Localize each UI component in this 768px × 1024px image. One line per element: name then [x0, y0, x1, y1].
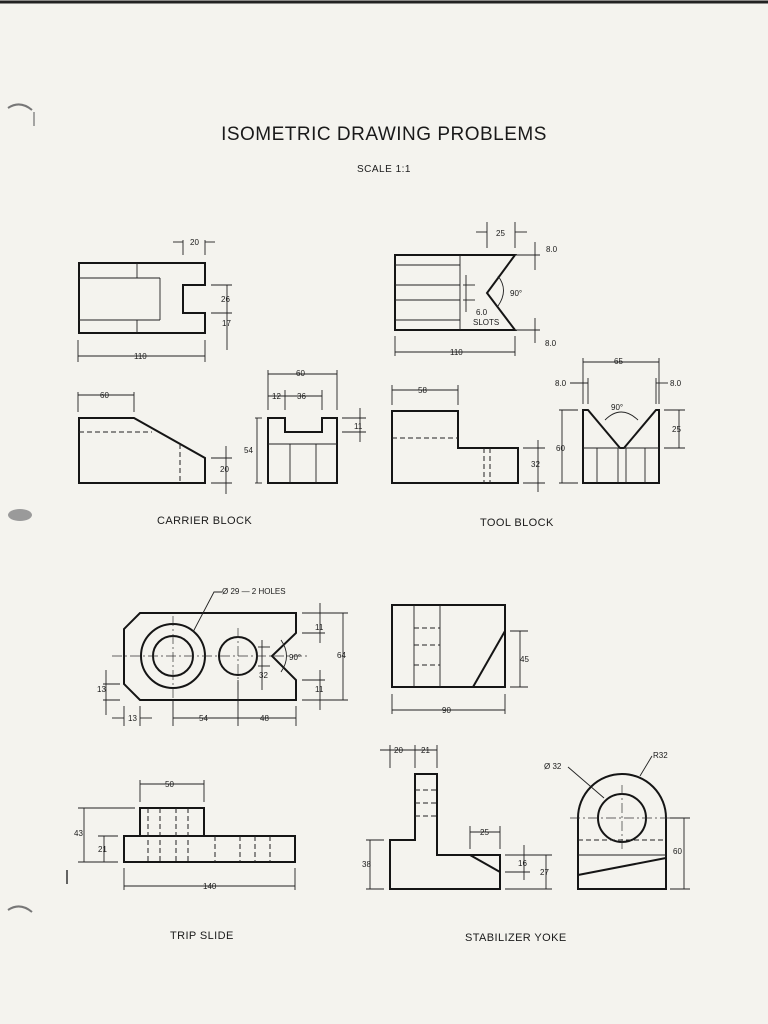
tool-block-front-view — [391, 385, 545, 492]
caption-carrier-block: CARRIER BLOCK — [157, 515, 253, 527]
carrier-block-side-view — [255, 370, 366, 484]
dim-21-slide: 21 — [98, 845, 107, 854]
scale-label: SCALE 1:1 — [357, 164, 411, 175]
dim-64: 64 — [337, 651, 346, 660]
dim-54: 54 — [244, 446, 253, 455]
dim-20-yoke: 20 — [394, 746, 403, 755]
stabilizer-yoke-side-view — [567, 755, 690, 890]
dim-50: 50 — [165, 780, 174, 789]
dim-20-front: 20 — [220, 465, 229, 474]
dim-32-plate: 32 — [259, 671, 268, 680]
dim-60-side: 60 — [296, 369, 305, 378]
stabilizer-yoke-front-view — [366, 745, 552, 890]
dim-12: 12 — [272, 392, 281, 401]
dim-60: 60 — [100, 391, 109, 400]
caption-trip-slide: TRIP SLIDE — [170, 930, 234, 942]
dim-54-plate: 54 — [199, 714, 208, 723]
carrier-block-top-view — [77, 240, 232, 362]
caption-tool-block: TOOL BLOCK — [480, 517, 554, 529]
dim-27: 27 — [540, 868, 549, 877]
dim-58: 58 — [418, 386, 427, 395]
dim-90-top: 90° — [510, 289, 522, 298]
dim-90-plate: 90° — [289, 653, 301, 662]
dim-16: 16 — [518, 859, 527, 868]
dim-140: 140 — [203, 882, 217, 891]
dim-11: 11 — [354, 422, 363, 431]
dim-13-vertical: 13 — [97, 685, 106, 694]
dim-38: 38 — [362, 860, 371, 869]
dim-45: 45 — [520, 655, 529, 664]
dim-25-yoke: 25 — [480, 828, 489, 837]
dim-17: 17 — [222, 319, 231, 328]
dim-11-bottom: 11 — [315, 685, 324, 694]
caption-stabilizer-yoke: STABILIZER YOKE — [465, 932, 567, 944]
plate-front-view — [391, 604, 528, 714]
dim-25: 25 — [496, 229, 505, 238]
page-title: ISOMETRIC DRAWING PROBLEMS — [221, 124, 547, 145]
dim-13-horizontal: 13 — [128, 714, 137, 723]
tool-block-top-view — [394, 222, 540, 356]
dim-dia32: Ø 32 — [544, 762, 562, 771]
dim-60-tool: 60 — [556, 444, 565, 453]
dim-110-tool: 110 — [450, 348, 463, 357]
dim-8-right: 8.0 — [670, 379, 682, 388]
dim-90-width: 90 — [442, 706, 451, 715]
trip-slide-front-view — [78, 780, 296, 890]
dim-8-left: 8.0 — [555, 379, 567, 388]
slots-label: SLOTS — [473, 318, 499, 327]
holes-label: Ø 29 — 2 HOLES — [222, 587, 286, 596]
dim-8-top: 8.0 — [546, 245, 558, 254]
dim-65: 65 — [614, 357, 623, 366]
dim-32: 32 — [531, 460, 540, 469]
dim-r32: R32 — [653, 751, 668, 760]
dim-36: 36 — [297, 392, 306, 401]
dim-90-side: 90° — [611, 403, 623, 412]
dim-8-bottom: 8.0 — [545, 339, 557, 348]
tool-block-side-view — [559, 358, 685, 484]
plate-top-view — [103, 591, 348, 726]
dim-25-side: 25 — [672, 425, 681, 434]
carrier-block-front-view — [77, 392, 232, 494]
dim-6: 6.0 — [476, 308, 488, 317]
dim-60-yoke: 60 — [673, 847, 682, 856]
dim-11-top: 11 — [315, 623, 324, 632]
dim-43: 43 — [74, 829, 83, 838]
dim-26: 26 — [221, 295, 230, 304]
dim-48: 48 — [260, 714, 269, 723]
dim-110: 110 — [134, 352, 147, 361]
dim-21-yoke: 21 — [421, 746, 430, 755]
dim-20: 20 — [190, 238, 199, 247]
